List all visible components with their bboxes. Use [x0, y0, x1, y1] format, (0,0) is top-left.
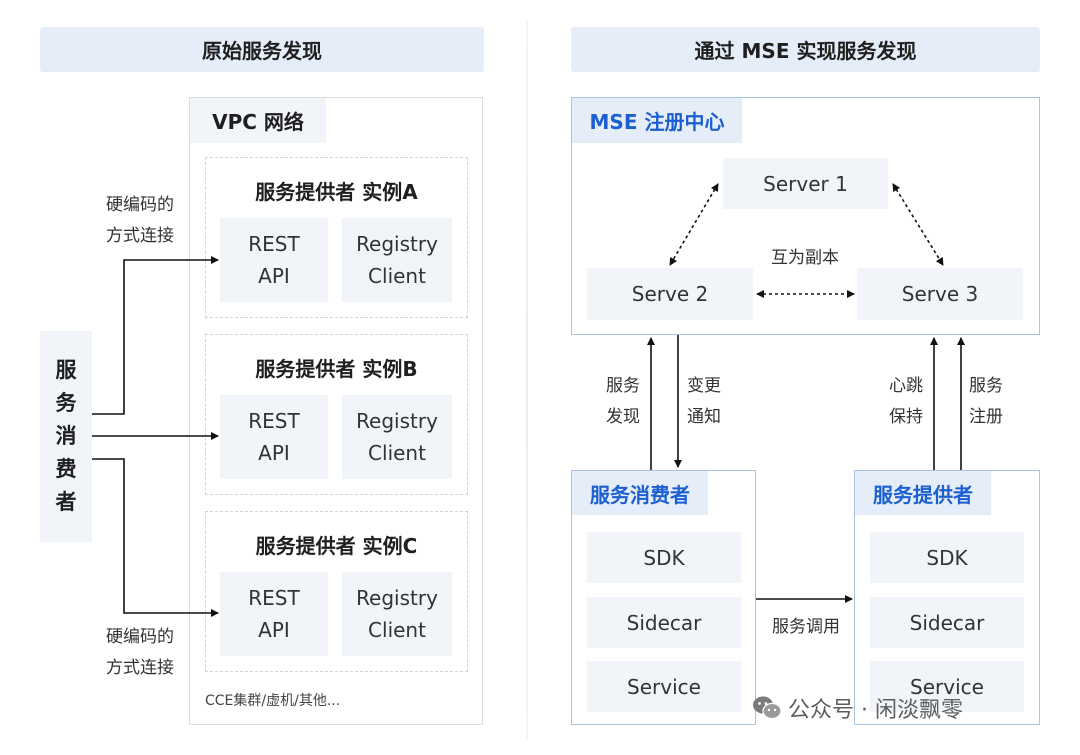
server-3: Serve 3: [857, 268, 1023, 320]
service-consumer-box: 服 务 消 费 者: [40, 331, 92, 542]
hardcoded-note-top: 硬编码的 方式连接: [106, 195, 174, 246]
heartbeat-label: 心跳 保持: [889, 376, 923, 427]
hardcoded-note-bottom: 硬编码的 方式连接: [106, 627, 174, 678]
mse-consumer-title: 服务消费者: [572, 471, 708, 515]
right-panel-header: 通过 MSE 实现服务发现: [571, 27, 1040, 72]
instance-c-registry-client: Registry Client: [342, 572, 452, 656]
replica-1-3: [892, 183, 944, 266]
provider-instance-c: [205, 511, 468, 672]
instance-a-title: 服务提供者 实例A: [255, 180, 418, 204]
provider-service: Service: [870, 661, 1024, 712]
register-label: 服务 注册: [969, 376, 1003, 427]
mse-registry-label: MSE 注册中心: [572, 98, 742, 143]
instance-b-rest-api: REST API: [220, 395, 328, 479]
mse-provider-title: 服务提供者: [855, 471, 991, 515]
arrow-consumer-to-a: [92, 256, 219, 415]
change-notify-label: 变更 通知: [687, 376, 721, 427]
consumer-sdk: SDK: [587, 532, 741, 583]
instance-a-registry-client: Registry Client: [342, 218, 452, 302]
discovery-label: 服务 发现: [606, 376, 640, 427]
server-2: Serve 2: [587, 268, 753, 320]
provider-instance-b: [205, 334, 468, 495]
vpc-footer-note: CCE集群/虚机/其他...: [205, 693, 341, 709]
left-panel-header: 原始服务发现: [40, 27, 484, 72]
provider-sidecar: Sidecar: [870, 597, 1024, 648]
consumer-sidecar: Sidecar: [587, 597, 741, 648]
consumer-service: Service: [587, 661, 741, 712]
invoke-label: 服务调用: [772, 617, 840, 637]
instance-b-registry-client: Registry Client: [342, 395, 452, 479]
server-1: Server 1: [723, 158, 888, 209]
replica-1-2: [669, 183, 719, 266]
instance-a-rest-api: REST API: [220, 218, 328, 302]
provider-instance-a: [205, 157, 468, 318]
watermark: 公众号 · 闲淡飘零: [752, 692, 963, 724]
vpc-label: VPC 网络: [190, 98, 326, 143]
watermark-text: 公众号 · 闲淡飘零: [788, 698, 963, 723]
instance-c-title: 服务提供者 实例C: [255, 534, 418, 558]
instance-c-rest-api: REST API: [220, 572, 328, 656]
arrow-consumer-to-c: [92, 458, 219, 617]
panel-divider: [526, 20, 528, 740]
instance-b-title: 服务提供者 实例B: [255, 357, 418, 381]
provider-sdk: SDK: [870, 532, 1024, 583]
replica-label: 互为副本: [771, 248, 839, 268]
wechat-icon: [753, 696, 782, 720]
